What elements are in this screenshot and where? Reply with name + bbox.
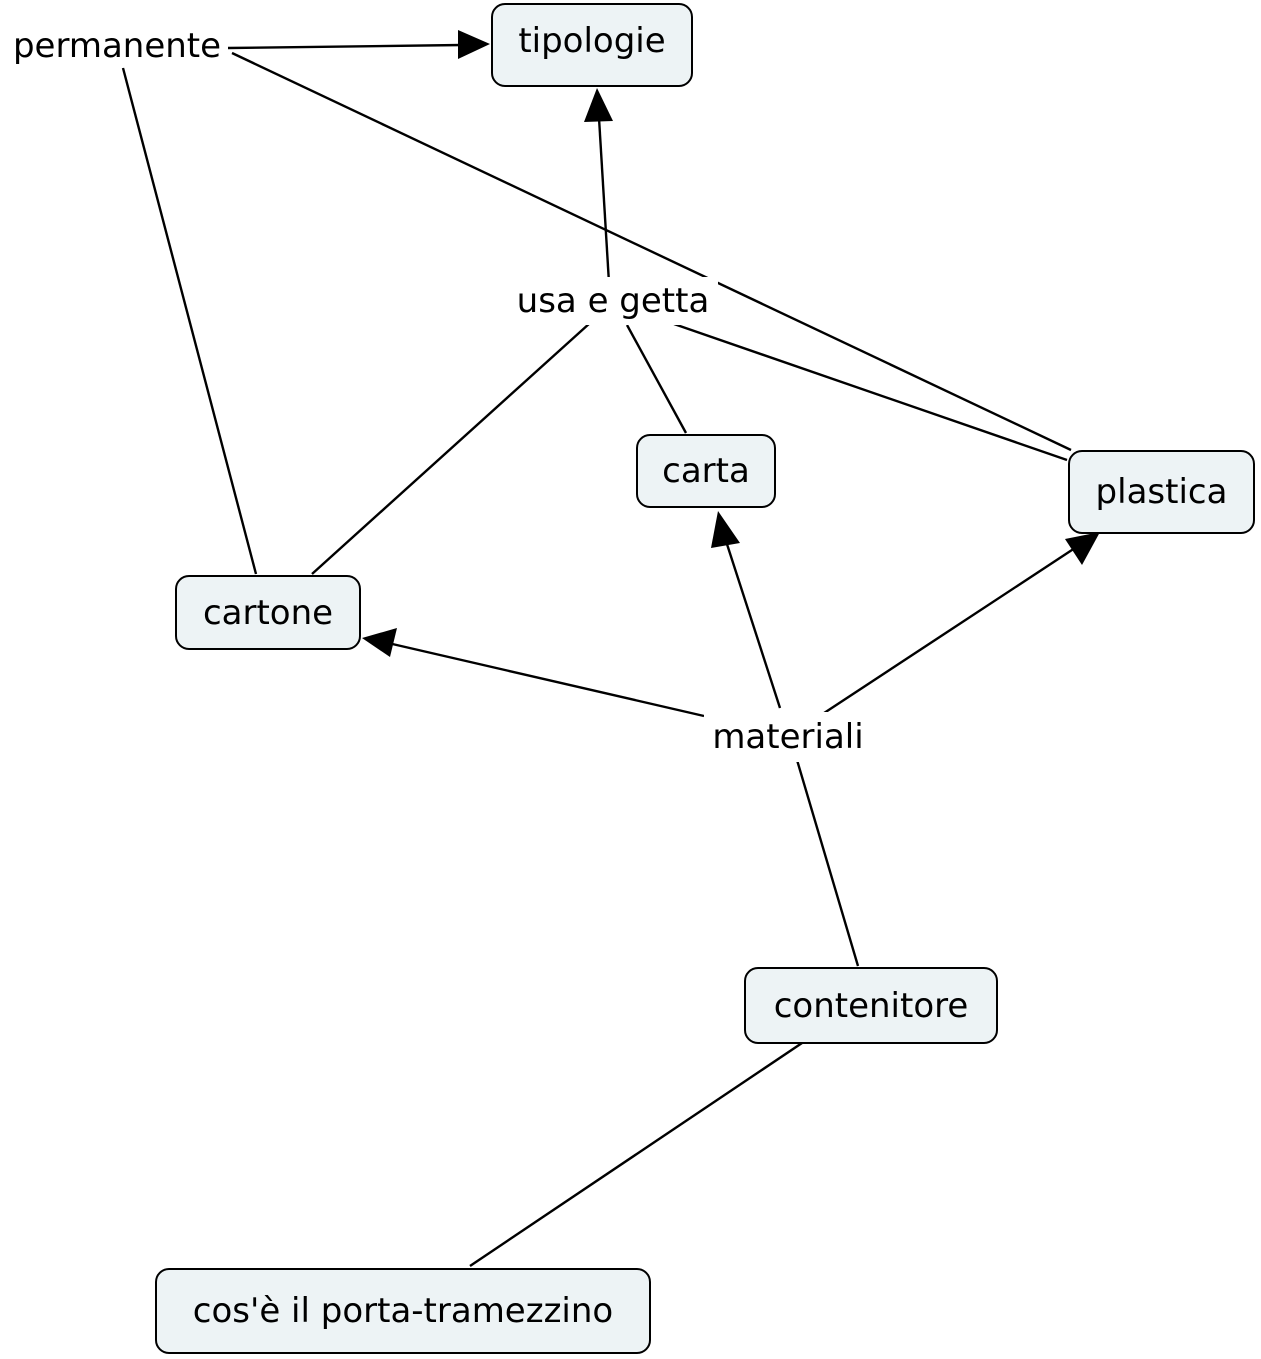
arrowhead-cartone bbox=[362, 628, 397, 657]
arrowhead-carta bbox=[711, 511, 740, 548]
edge-plastica-permanente bbox=[231, 51, 1072, 452]
arrowhead-tipologie-bottom bbox=[584, 88, 613, 122]
edge-materiali-cartone bbox=[387, 641, 705, 718]
concept-plastica[interactable]: plastica bbox=[1068, 450, 1255, 534]
concept-cartone[interactable]: cartone bbox=[175, 575, 361, 650]
edge-plastica-usa-e-getta bbox=[673, 322, 1068, 462]
linking-phrase-permanente: permanente bbox=[12, 26, 222, 66]
arrowhead-plastica bbox=[1065, 532, 1100, 565]
concept-carta[interactable]: carta bbox=[636, 434, 776, 508]
concept-contenitore[interactable]: contenitore bbox=[744, 967, 998, 1044]
edge-carta-usa-e-getta bbox=[625, 324, 688, 434]
edge-permanente-tipologie bbox=[227, 43, 463, 50]
concept-tipologie[interactable]: tipologie bbox=[491, 3, 693, 87]
edge-materiali-carta bbox=[723, 537, 782, 709]
edge-usa-e-getta-tipologie bbox=[597, 117, 611, 284]
edge-materiali-plastica bbox=[814, 544, 1079, 721]
concept-porta-tramezzino[interactable]: cos'è il porta-tramezzino bbox=[155, 1268, 651, 1354]
linking-phrase-usa-e-getta: usa e getta bbox=[508, 277, 718, 325]
edge-cartone-usa-e-getta bbox=[311, 322, 591, 575]
linking-phrase-materiali: materiali bbox=[704, 712, 872, 762]
arrowhead-tipologie-left bbox=[458, 30, 490, 59]
edge-contenitore-materiali bbox=[795, 759, 860, 967]
edge-porta-tramezzino-contenitore bbox=[469, 1042, 803, 1267]
edge-cartone-permanente bbox=[121, 67, 258, 575]
